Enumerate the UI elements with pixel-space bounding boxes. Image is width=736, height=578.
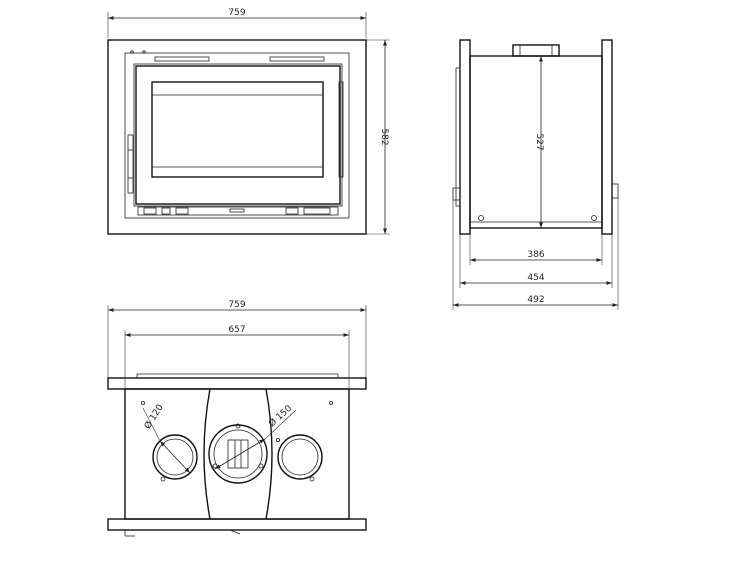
side-depth-total-label: 492	[527, 295, 544, 305]
side-front-panel	[459, 39, 471, 235]
side-rear-panel	[601, 39, 613, 235]
side-view: 527 386 454 492	[452, 39, 619, 310]
top-air-slot-right	[269, 56, 325, 62]
door-glass	[151, 81, 324, 178]
front-width-label: 759	[228, 8, 245, 18]
bottom-frame-bar	[107, 518, 367, 531]
top-width-total-label: 759	[228, 300, 245, 310]
center-flue-outlet	[208, 424, 268, 484]
right-air-outlet	[277, 434, 323, 480]
center-panel-left-edge	[203, 388, 211, 520]
flue-collar	[512, 44, 560, 57]
center-panel-right-edge	[265, 388, 273, 520]
front-inner-frame	[124, 52, 350, 219]
side-depth-body-label: 454	[527, 273, 544, 283]
left-outlet-diameter-label: Ø 120	[142, 402, 166, 431]
front-outer-frame	[107, 39, 367, 235]
top-view: 759 657 Ø 120	[107, 300, 367, 537]
front-height-label: 582	[379, 128, 389, 145]
top-air-slot-left	[154, 56, 210, 62]
front-view: 759 582	[107, 8, 390, 235]
door-frame	[135, 65, 341, 205]
left-air-outlet	[152, 434, 198, 480]
top-width-inner-label: 657	[228, 325, 245, 335]
bottom-controls	[137, 206, 339, 216]
side-depth-inner-label: 386	[527, 250, 544, 260]
center-outlet-diameter-label: Ø 150	[267, 403, 295, 430]
side-height-label: 527	[534, 133, 544, 150]
top-frame-bar	[107, 377, 367, 390]
